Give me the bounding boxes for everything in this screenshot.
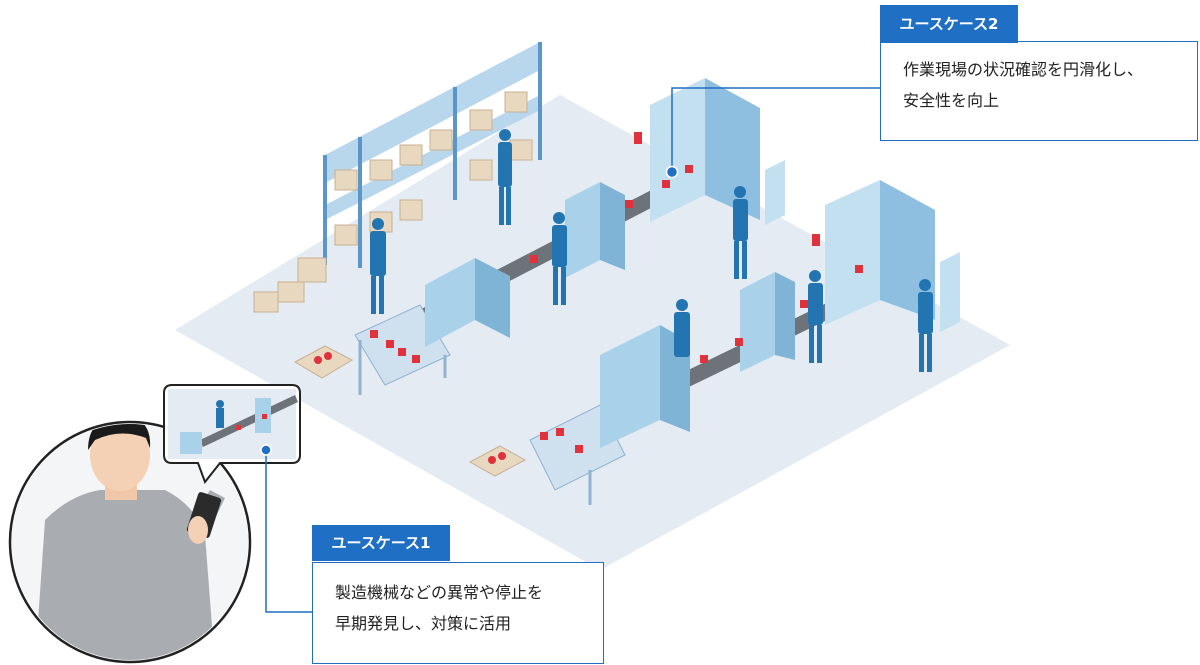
connector-line-use-case-2 [671, 87, 880, 172]
signal-lamp [634, 132, 820, 246]
use-case-2-callout: ユースケース2 作業現場の状況確認を円滑化し、 安全性を向上 [879, 5, 1198, 141]
use-case-2-tag: ユースケース2 [879, 5, 1019, 43]
location-dot-icon [665, 165, 679, 179]
connector-line-use-case-1 [265, 450, 312, 613]
person-with-smartphone-icon [8, 420, 252, 664]
storage-shelf [323, 42, 542, 268]
use-case-1-tag: ユースケース1 [311, 525, 451, 561]
use-case-1-callout: ユースケース1 製造機械などの異常や停止を 早期発見し、対策に活用 [311, 525, 604, 664]
use-case-2-line-2: 安全性を向上 [903, 91, 1000, 110]
use-case-1-line-1: 製造機械などの異常や停止を [335, 583, 544, 602]
use-case-2-description: 作業現場の状況確認を円滑化し、 安全性を向上 [903, 54, 1187, 116]
cardboard-boxes [253, 257, 327, 313]
products-on-belt [370, 165, 863, 453]
factory-floor [175, 95, 1010, 570]
factory-workers [370, 129, 933, 372]
location-dot-icon [260, 444, 272, 456]
use-case-1-line-2: 早期発見し、対策に活用 [335, 614, 512, 633]
use-case-2-line-1: 作業現場の状況確認を円滑化し、 [903, 60, 1144, 79]
use-case-1-description: 製造機械などの異常や停止を 早期発見し、対策に活用 [335, 577, 593, 639]
open-box-with-products [293, 345, 527, 477]
